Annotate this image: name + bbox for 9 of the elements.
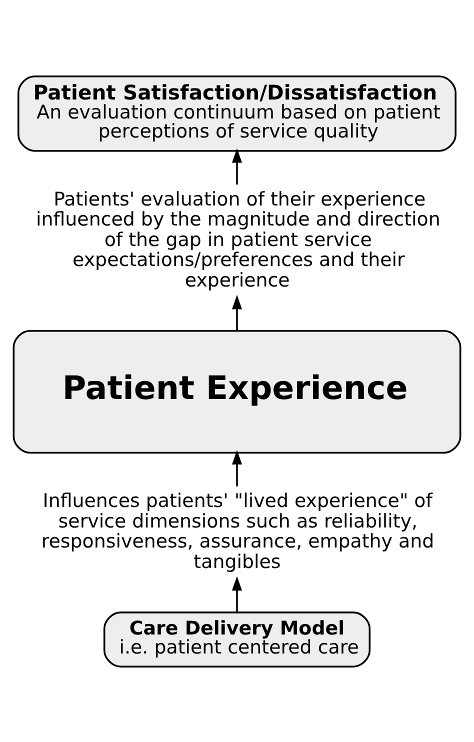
node-text: Patients' evaluation of their experience influenced by the magnitude and direction of the gap in patient service expectations/preferences and their experience: [36, 188, 440, 291]
arrow: [232, 576, 242, 612]
node-box: Patient Satisfaction/Dissatisfaction An evaluation continuum based on patient perceptions of service quality: [18, 75, 456, 152]
arrow: [232, 294, 242, 330]
node-text: Influences patients' "lived experience" of service dimensions such as reliability, responsiveness, assurance, empathy and tangibles: [41, 490, 434, 573]
node-box: Care Delivery Model i.e. patient centered care: [103, 611, 371, 667]
arrow: [232, 450, 242, 486]
node-box: Patient Experience: [12, 330, 462, 454]
arrow: [232, 148, 242, 184]
